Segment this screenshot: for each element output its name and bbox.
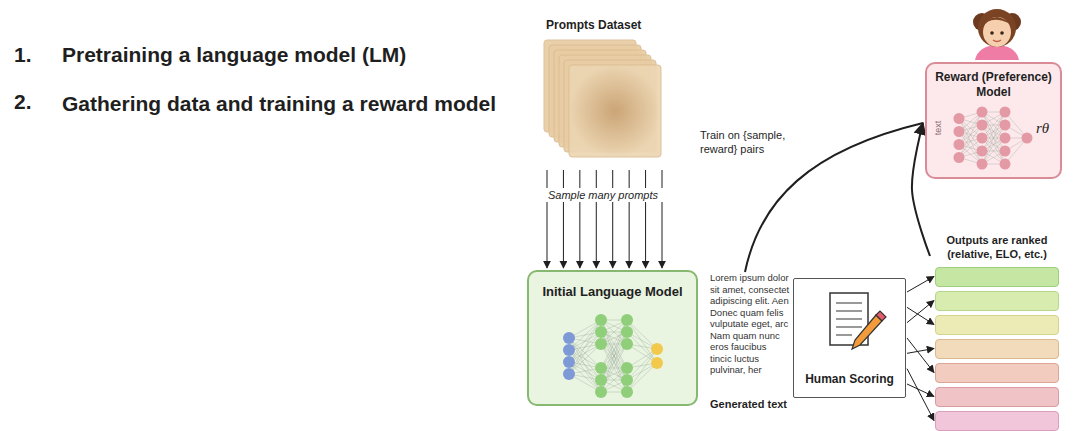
- annotator-avatar: [973, 9, 1021, 60]
- step-number: 1.: [14, 42, 54, 68]
- edge-label: Sample many prompts: [543, 188, 663, 202]
- step-heading: Pretraining a language model (LM): [62, 42, 507, 68]
- rank-bar: [935, 267, 1059, 287]
- prompt-stack: [540, 18, 670, 168]
- connector-arrow: [907, 277, 934, 421]
- neural-net-icon: [529, 308, 700, 404]
- edge-label: Train on {sample, reward} pairs: [700, 128, 812, 157]
- step-number: 2.: [14, 89, 54, 115]
- node-title: Reward (Preference) Model: [933, 70, 1054, 100]
- reward-symbol: rθ: [1036, 119, 1062, 138]
- step-heading: Gathering data and training a reward mod…: [62, 89, 507, 119]
- document-pencil-icon: [794, 287, 907, 367]
- ranked-outputs: Outputs are ranked (relative, ELO, etc.): [932, 234, 1062, 431]
- input-label: text: [933, 116, 944, 140]
- rank-bar: [935, 387, 1059, 407]
- rank-bar: [935, 363, 1059, 383]
- connector-arrow: [547, 170, 662, 268]
- rank-bar: [935, 411, 1059, 431]
- rank-bars: [932, 267, 1062, 431]
- scoring-card: Human Scoring: [793, 278, 906, 398]
- node-title: Prompts Dataset: [546, 18, 670, 33]
- generated-text-caption: Generated text: [710, 398, 790, 412]
- rank-bar: [935, 339, 1059, 359]
- dataset-stack: Prompts Dataset: [540, 18, 670, 168]
- rank-bar: [935, 315, 1059, 335]
- node-title: Initial Language Model: [535, 284, 690, 300]
- model-box: Initial Language Model: [527, 270, 698, 406]
- node-title: Outputs are ranked (relative, ELO, etc.): [932, 234, 1062, 262]
- reward-model-box: Reward (Preference) Model text rθ: [925, 62, 1062, 179]
- generated-text-sample: Lorem ipsum dolor sit amet, consectet ad…: [710, 272, 790, 376]
- rank-bar: [935, 291, 1059, 311]
- neural-net-icon: [927, 100, 1064, 176]
- node-title: Human Scoring: [798, 372, 901, 387]
